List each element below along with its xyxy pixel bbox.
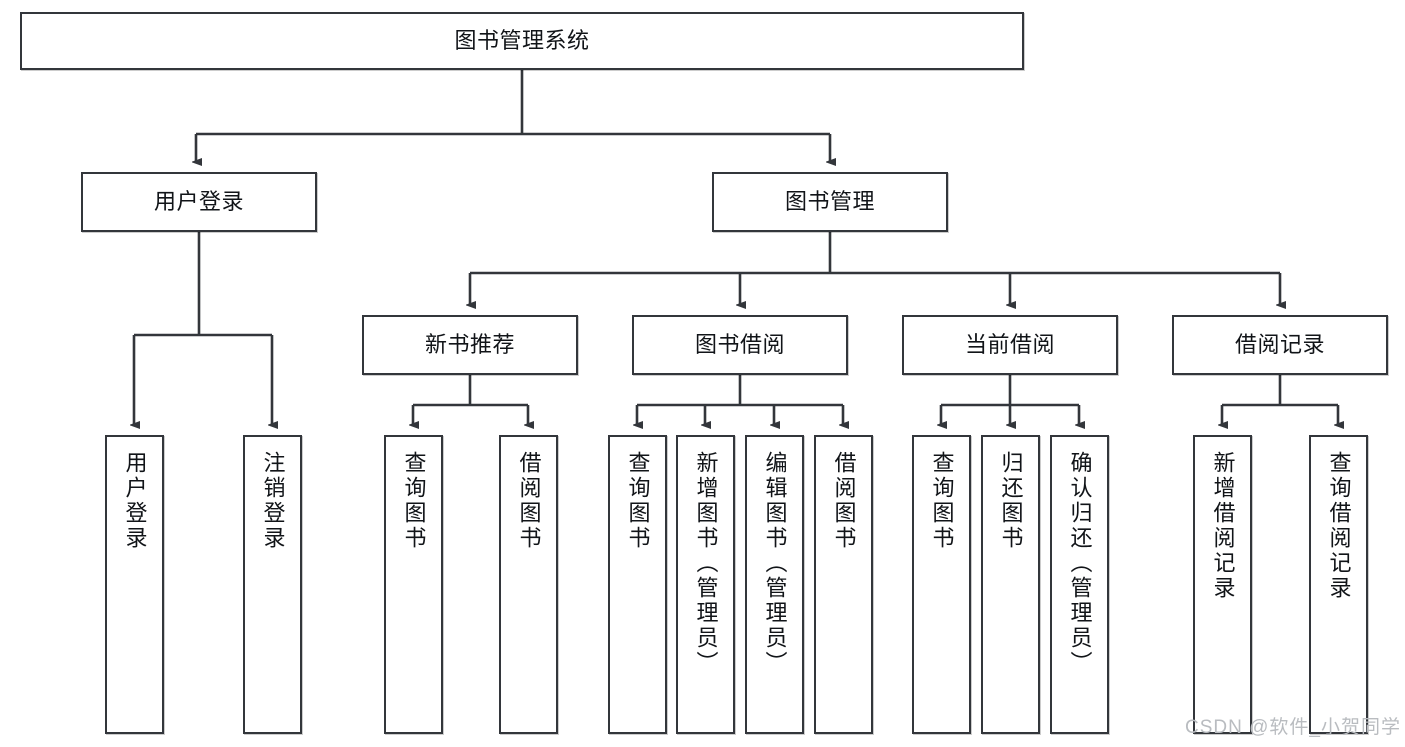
leaf-borrow-query-book-label: 查询图书 (625, 451, 651, 551)
leaf-newbook-query-book-label: 查询图书 (401, 451, 427, 551)
leaf-newbook-borrow-book[interactable]: 借阅图书 (499, 435, 558, 734)
node-current-borrow[interactable]: 当前借阅 (902, 315, 1118, 375)
leaf-current-query-book-label: 查询图书 (929, 451, 955, 551)
node-book-management[interactable]: 图书管理 (712, 172, 948, 232)
leaf-borrow-borrow-book[interactable]: 借阅图书 (814, 435, 873, 734)
node-root-label: 图书管理系统 (454, 27, 590, 53)
leaf-borrow-query-book[interactable]: 查询图书 (608, 435, 667, 734)
node-root[interactable]: 图书管理系统 (20, 12, 1024, 70)
leaf-user-login[interactable]: 用户登录 (105, 435, 164, 734)
node-new-book-recommend-label: 新书推荐 (424, 331, 515, 357)
node-book-borrow-label: 图书借阅 (694, 331, 785, 357)
node-new-book-recommend[interactable]: 新书推荐 (362, 315, 578, 375)
leaf-newbook-query-book[interactable]: 查询图书 (384, 435, 443, 734)
leaf-borrow-borrow-book-label: 借阅图书 (831, 451, 857, 551)
leaf-logout-login-label: 注销登录 (260, 451, 286, 551)
node-book-borrow[interactable]: 图书借阅 (632, 315, 848, 375)
watermark: CSDN @软件_小贺同学 (1185, 717, 1401, 738)
leaf-current-return-book[interactable]: 归还图书 (981, 435, 1040, 734)
node-user-login[interactable]: 用户登录 (81, 172, 317, 232)
node-current-borrow-label: 当前借阅 (964, 331, 1055, 357)
leaf-records-query-record[interactable]: 查询借阅记录 (1309, 435, 1368, 734)
node-book-management-label: 图书管理 (784, 188, 875, 214)
leaf-borrow-edit-book-admin[interactable]: 编辑图书（管理员） (745, 435, 804, 734)
node-borrow-records-label: 借阅记录 (1234, 331, 1325, 357)
leaf-current-return-book-label: 归还图书 (998, 451, 1024, 551)
leaf-newbook-borrow-book-label: 借阅图书 (516, 451, 542, 551)
leaf-borrow-add-book-admin-label: 新增图书（管理员） (693, 451, 719, 676)
node-user-login-label: 用户登录 (153, 188, 244, 214)
leaf-current-confirm-return-admin-label: 确认归还（管理员） (1067, 451, 1093, 676)
leaf-user-login-label: 用户登录 (122, 451, 148, 551)
leaf-records-add-record-label: 新增借阅记录 (1210, 451, 1236, 601)
leaf-current-confirm-return-admin[interactable]: 确认归还（管理员） (1050, 435, 1109, 734)
leaf-current-query-book[interactable]: 查询图书 (912, 435, 971, 734)
node-borrow-records[interactable]: 借阅记录 (1172, 315, 1388, 375)
leaf-records-add-record[interactable]: 新增借阅记录 (1193, 435, 1252, 734)
leaf-logout-login[interactable]: 注销登录 (243, 435, 302, 734)
leaf-borrow-edit-book-admin-label: 编辑图书（管理员） (762, 451, 788, 676)
leaf-records-query-record-label: 查询借阅记录 (1326, 451, 1352, 601)
leaf-borrow-add-book-admin[interactable]: 新增图书（管理员） (676, 435, 735, 734)
